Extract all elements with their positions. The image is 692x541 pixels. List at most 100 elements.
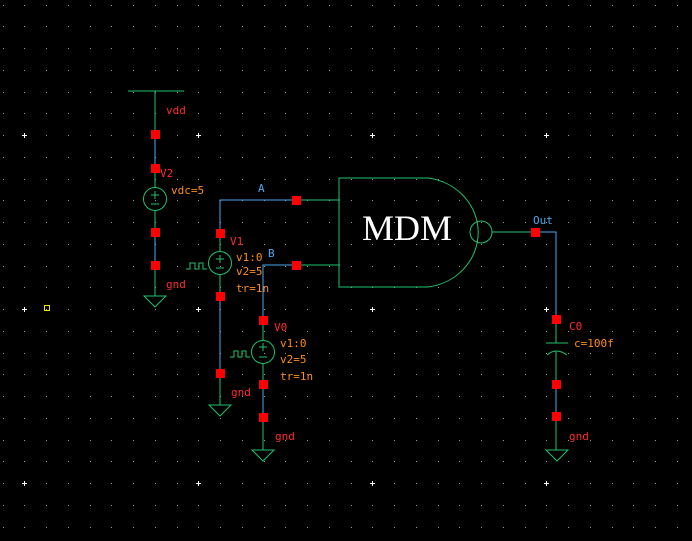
grid-dot	[525, 309, 526, 310]
pin[interactable]	[552, 380, 561, 389]
grid-dot	[568, 5, 569, 6]
grid-dot	[633, 70, 634, 71]
grid-dot	[155, 374, 156, 375]
grid-dot	[568, 440, 569, 441]
grid-dot	[568, 222, 569, 223]
grid-dot	[155, 309, 156, 310]
grid-dot	[503, 374, 504, 375]
grid-dot	[133, 135, 134, 136]
grid-dot	[372, 374, 373, 375]
pin[interactable]	[259, 380, 268, 389]
v2-dc-source[interactable]: vdd V2 vdc=5 gnd	[128, 90, 204, 308]
grid-dot	[198, 222, 199, 223]
grid-dot	[68, 440, 69, 441]
grid-dot	[568, 200, 569, 201]
grid-dot	[590, 353, 591, 354]
grid-dot	[24, 5, 25, 6]
grid-dot	[242, 244, 243, 245]
grid-dot	[459, 505, 460, 506]
net-out-wire[interactable]	[536, 231, 557, 320]
grid-dot	[633, 266, 634, 267]
grid-dot	[438, 440, 439, 441]
grid-dot	[155, 418, 156, 419]
ground-icon	[207, 404, 233, 417]
grid-dot	[655, 418, 656, 419]
c0-capacitor[interactable]: Out C0 c=100f gnd	[531, 214, 614, 462]
v0-pulse-source[interactable]: B V0 v1:0 v2=5 tr=1n gnd	[230, 247, 340, 462]
grid-dot	[24, 331, 25, 332]
grid-dot	[394, 200, 395, 201]
grid-dot	[394, 461, 395, 462]
pin[interactable]	[552, 412, 561, 421]
grid-dot	[677, 244, 678, 245]
grid-dot	[90, 440, 91, 441]
grid-dot	[481, 179, 482, 180]
grid-dot	[329, 157, 330, 158]
grid-dot	[612, 5, 613, 6]
pin[interactable]	[151, 228, 160, 237]
pin[interactable]	[292, 261, 301, 270]
v1-pulse-source[interactable]: A V1 v1:0 v2=5 tr=1n gnd	[186, 182, 340, 417]
grid-dot	[307, 244, 308, 245]
grid-dot	[329, 5, 330, 6]
grid-dot	[612, 505, 613, 506]
grid-dot	[503, 92, 504, 93]
grid-dot	[242, 266, 243, 267]
v0-instance-name: V0	[274, 321, 287, 334]
grid-dot	[546, 92, 547, 93]
net-a-wire[interactable]	[219, 199, 296, 234]
grid-dot	[503, 287, 504, 288]
pin[interactable]	[292, 196, 301, 205]
grid-dot	[546, 505, 547, 506]
grid-dot	[590, 26, 591, 27]
pin[interactable]	[151, 130, 160, 139]
grid-dot	[481, 331, 482, 332]
grid-dot	[568, 353, 569, 354]
grid-dot	[133, 92, 134, 93]
pin[interactable]	[552, 315, 561, 324]
net-b-wire[interactable]	[262, 264, 296, 320]
ground-icon	[250, 449, 276, 462]
pin[interactable]	[216, 369, 225, 378]
grid-dot	[3, 483, 4, 484]
grid-dot	[198, 418, 199, 419]
grid-dot	[677, 200, 678, 201]
grid-dot	[612, 200, 613, 201]
grid-dot	[459, 92, 460, 93]
pin[interactable]	[151, 164, 160, 173]
selection-marker[interactable]	[44, 305, 50, 311]
grid-dot	[612, 70, 613, 71]
grid-dot	[546, 396, 547, 397]
grid-dot	[525, 222, 526, 223]
grid-dot	[68, 527, 69, 528]
grid-dot	[285, 527, 286, 528]
grid-dot	[24, 113, 25, 114]
pin[interactable]	[531, 228, 540, 237]
grid-dot	[655, 309, 656, 310]
grid-dot	[416, 92, 417, 93]
grid-dot	[198, 527, 199, 528]
grid-dot	[633, 527, 634, 528]
pin[interactable]	[259, 316, 268, 325]
grid-dot	[525, 113, 526, 114]
grid-dot	[633, 331, 634, 332]
grid-dot	[568, 396, 569, 397]
nand-gate-mdm[interactable]: MDM	[338, 177, 536, 288]
grid-dot	[68, 135, 69, 136]
grid-dot	[133, 461, 134, 462]
pin[interactable]	[259, 413, 268, 422]
pin[interactable]	[151, 261, 160, 270]
pin[interactable]	[216, 292, 225, 301]
c0-gnd-label: gnd	[569, 430, 589, 443]
grid-dot	[111, 5, 112, 6]
grid-dot	[372, 461, 373, 462]
grid-dot	[111, 527, 112, 528]
grid-dot	[394, 179, 395, 180]
grid-dot	[111, 418, 112, 419]
grid-major-marker	[544, 307, 549, 312]
grid-dot	[438, 483, 439, 484]
grid-dot	[394, 222, 395, 223]
pin[interactable]	[216, 229, 225, 238]
grid-dot	[220, 418, 221, 419]
